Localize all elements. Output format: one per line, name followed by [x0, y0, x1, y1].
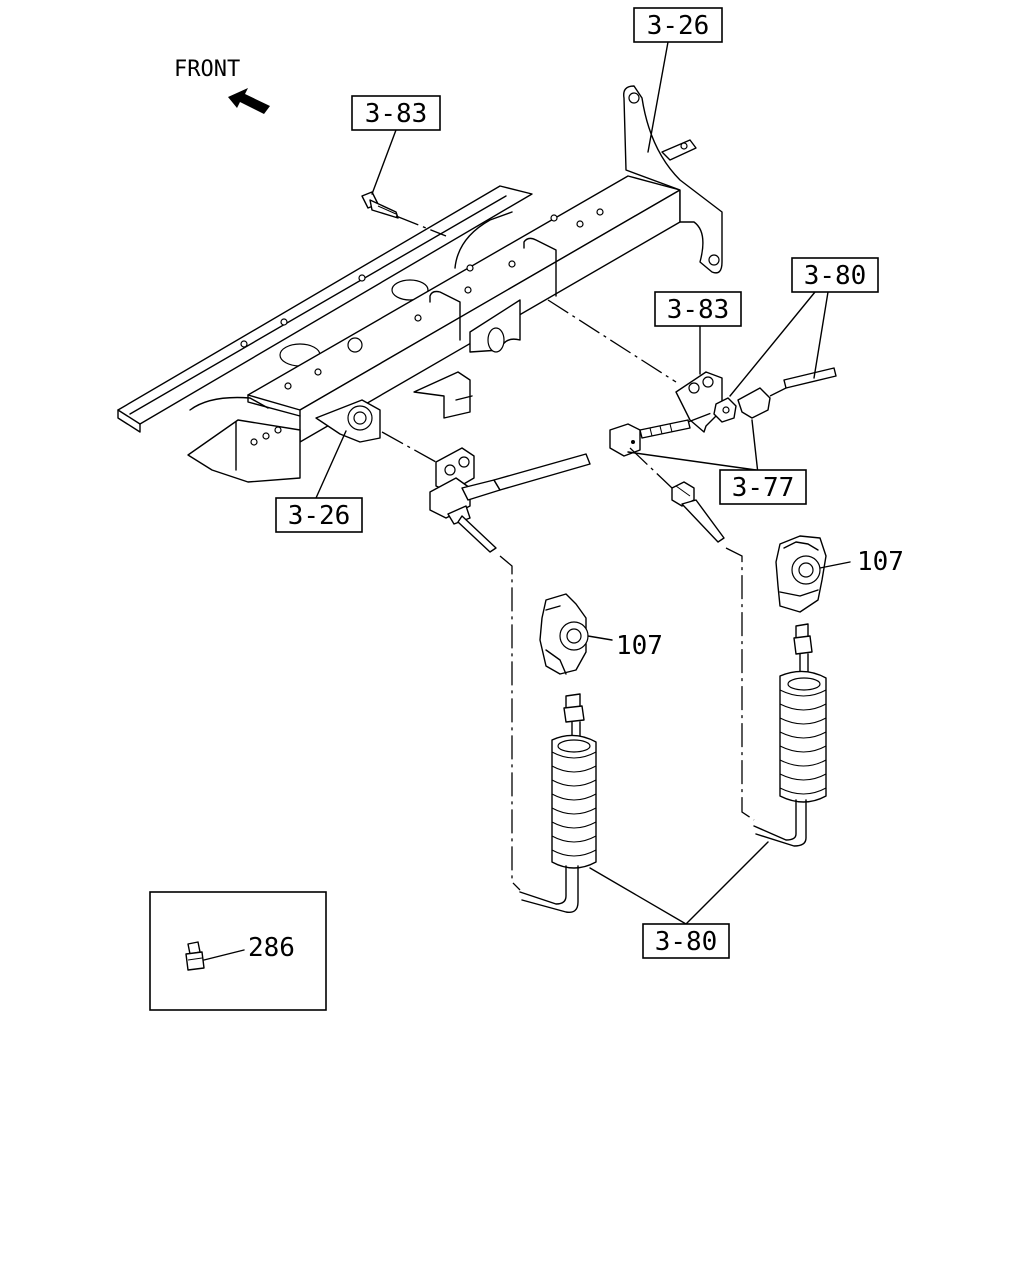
callout-coupling-left-text: 107: [616, 631, 663, 661]
callout-bolt-top: 3-83: [351, 95, 441, 131]
callout-hose-bottom-text: 3-80: [655, 927, 718, 957]
coupling-left: [539, 593, 613, 675]
fitting-left: [381, 431, 591, 553]
callout-bracket-top-text: 3-26: [647, 11, 710, 41]
callout-hose-bottom: 3-80: [642, 923, 730, 959]
callout-hose-top: 3-80: [791, 257, 879, 293]
callout-bolt-right-text: 3-83: [667, 295, 730, 325]
callout-bracket-left-text: 3-26: [288, 501, 351, 531]
inset-box: 286: [149, 891, 327, 1011]
crossmember: [117, 85, 723, 483]
callout-valve-text: 3-77: [732, 473, 795, 503]
front-arrow-icon: [228, 88, 270, 114]
callout-bracket-left: 3-26: [275, 497, 363, 533]
bolt-top: [361, 129, 447, 237]
coupling-right: [775, 535, 851, 613]
coil-hose-right: [753, 623, 827, 847]
bracket-right: [547, 299, 723, 433]
front-label: FRONT: [174, 57, 240, 82]
front-indicator: FRONT: [174, 57, 270, 114]
inset-part-text: 286: [248, 933, 295, 963]
coil-hose-left: [519, 693, 597, 913]
callout-bracket-top: 3-26: [633, 7, 723, 43]
callout-valve: 3-77: [719, 469, 807, 505]
callout-hose-top-text: 3-80: [804, 261, 867, 291]
valve-assembly: [609, 291, 837, 543]
callout-bolt-top-text: 3-83: [365, 99, 428, 129]
callout-bolt-right: 3-83: [654, 291, 742, 327]
callout-coupling-right-text: 107: [857, 547, 904, 577]
